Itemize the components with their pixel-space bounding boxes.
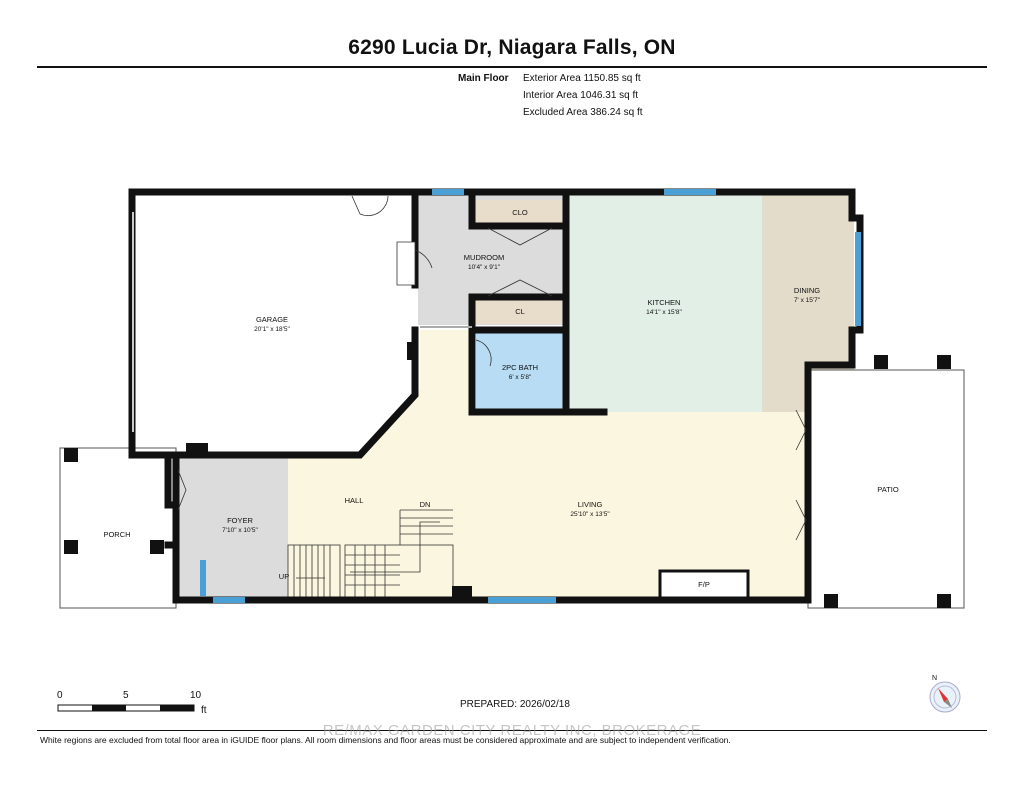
footer-rule bbox=[37, 730, 987, 731]
fireplace bbox=[658, 569, 750, 602]
posts bbox=[64, 342, 951, 608]
foyer-dims: 7'10" x 10'5" bbox=[222, 527, 258, 534]
fp-label: F/P bbox=[698, 580, 710, 589]
patio-fill bbox=[807, 369, 965, 609]
dining-dims: 7' x 15'7" bbox=[794, 297, 821, 304]
foyer-fill bbox=[176, 456, 288, 600]
scale-five: 5 bbox=[123, 690, 129, 701]
kitchen-fill bbox=[568, 195, 762, 412]
page-title: 6290 Lucia Dr, Niagara Falls, ON bbox=[348, 36, 676, 59]
footer-disclaimer: White regions are excluded from total fl… bbox=[40, 735, 731, 745]
patio-label: PATIO bbox=[877, 485, 899, 494]
living-fill bbox=[288, 330, 808, 600]
stairs bbox=[287, 509, 454, 601]
title-rule bbox=[37, 66, 987, 68]
scale-ten: 10 bbox=[190, 690, 202, 701]
windows bbox=[200, 189, 861, 603]
bath-dims: 6' x 5'8" bbox=[509, 374, 532, 381]
scale-zero: 0 bbox=[57, 690, 63, 701]
up-label: UP bbox=[279, 572, 289, 581]
compass-icon bbox=[929, 681, 961, 713]
garage-dims: 20'1" x 18'5" bbox=[254, 326, 290, 333]
bath-fill bbox=[476, 330, 564, 410]
clo-label: CLO bbox=[512, 208, 528, 217]
porch-label: PORCH bbox=[103, 530, 130, 539]
bath-label: 2PC BATH bbox=[502, 363, 538, 372]
floor-label: Main Floor bbox=[458, 73, 509, 84]
foyer-label: FOYER bbox=[227, 516, 253, 525]
scale-unit: ft bbox=[201, 705, 207, 716]
excluded-area: Excluded Area 386.24 sq ft bbox=[523, 107, 643, 118]
cl-label: CL bbox=[515, 307, 525, 316]
living-dims: 25'10" x 13'5" bbox=[570, 511, 610, 518]
kitchen-label: KITCHEN bbox=[648, 298, 681, 307]
doors bbox=[132, 195, 807, 541]
clo-fill bbox=[476, 200, 562, 224]
exterior-area: Exterior Area 1150.85 sq ft bbox=[523, 73, 641, 84]
dn-label: DN bbox=[420, 500, 431, 509]
garage-fill bbox=[135, 195, 415, 452]
porch-fill bbox=[59, 447, 177, 609]
kitchen-dims: 14'1" x 15'8" bbox=[646, 309, 682, 316]
hall-label: HALL bbox=[345, 496, 364, 505]
dining-label: DINING bbox=[794, 286, 820, 295]
compass-north: N bbox=[932, 675, 937, 682]
cl-fill bbox=[476, 298, 562, 324]
watermark: RE/MAX GARDEN CITY REALTY INC, BROKERAGE bbox=[322, 722, 702, 739]
prepared-date: PREPARED: 2026/02/18 bbox=[460, 699, 570, 710]
interior-area: Interior Area 1046.31 sq ft bbox=[523, 90, 639, 101]
living-label: LIVING bbox=[578, 500, 603, 509]
scale-bar bbox=[57, 704, 195, 712]
mudroom-dims: 10'4" x 9'1" bbox=[468, 264, 501, 271]
garage-label: GARAGE bbox=[256, 315, 288, 324]
mudroom-label: MUDROOM bbox=[464, 253, 504, 262]
